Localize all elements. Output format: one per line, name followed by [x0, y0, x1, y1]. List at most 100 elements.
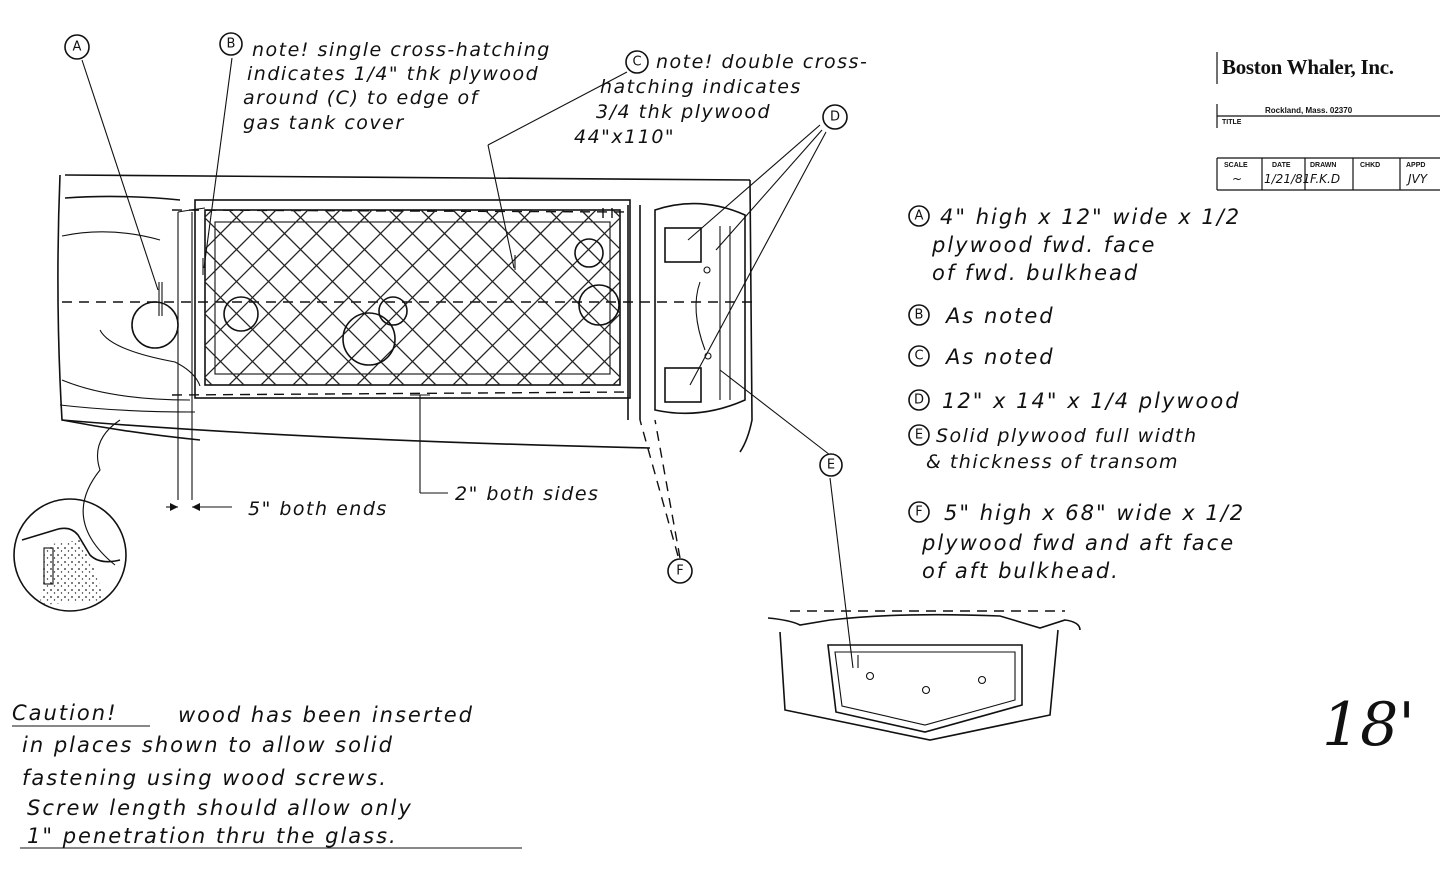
- svg-text:gas tank cover: gas tank cover: [243, 112, 405, 134]
- value-scale: ~: [1232, 172, 1242, 186]
- svg-text:C: C: [632, 55, 641, 70]
- hatch-line: [741, 210, 916, 385]
- header-drawn: DRAWN: [1310, 162, 1336, 169]
- title-block: Boston Whaler, Inc. Rockland, Mass. 0237…: [1216, 52, 1440, 191]
- caution-heading: Caution!: [12, 701, 118, 725]
- svg-text:A: A: [73, 40, 82, 55]
- hatch-line: [205, 313, 277, 385]
- callout-d-marker: D: [822, 104, 848, 130]
- svg-text:of fwd. bulkhead: of fwd. bulkhead: [932, 261, 1139, 285]
- svg-text:44"x110": 44"x110": [574, 126, 675, 148]
- dimension-ends-label: 5" both ends: [248, 498, 388, 520]
- caution-note: Caution! wood has been inserted in place…: [12, 701, 522, 849]
- legend-item-a: A 4" high x 12" wide x 1/2 plywood fwd. …: [908, 205, 1241, 285]
- hatch-line: [205, 210, 373, 378]
- svg-text:3/4 thk plywood: 3/4 thk plywood: [596, 101, 771, 123]
- callout-c-marker: C: [625, 50, 649, 74]
- hatch-line: [516, 281, 620, 385]
- svg-text:B: B: [915, 308, 924, 323]
- title-label: TITLE: [1222, 119, 1242, 126]
- svg-text:D: D: [830, 110, 840, 125]
- svg-text:of aft bulkhead.: of aft bulkhead.: [922, 559, 1120, 583]
- svg-text:As noted: As noted: [944, 304, 1055, 328]
- svg-text:As noted: As noted: [944, 345, 1055, 369]
- header-scale: SCALE: [1224, 162, 1248, 169]
- svg-text:C: C: [914, 349, 923, 364]
- hull-plan-view: [5, 174, 916, 500]
- svg-text:indicates 1/4" thk plywood: indicates 1/4" thk plywood: [247, 63, 539, 85]
- svg-text:in places shown to allow solid: in places shown to allow solid: [22, 733, 394, 757]
- hatch-line: [580, 210, 620, 250]
- callout-f-marker: F: [667, 558, 693, 584]
- hatch-line: [356, 210, 533, 385]
- cross-hatching: [5, 210, 916, 385]
- svg-text:around (C) to edge of: around (C) to edge of: [243, 87, 481, 109]
- header-date: DATE: [1272, 162, 1291, 169]
- hatch-line: [580, 345, 620, 385]
- hatch-line: [709, 210, 884, 385]
- hatch-line: [548, 313, 620, 385]
- note-b: note! single cross-hatching indicates 1/…: [243, 39, 551, 134]
- svg-text:F: F: [676, 564, 683, 579]
- svg-text:plywood fwd and aft face: plywood fwd and aft face: [921, 531, 1235, 555]
- callout-a-marker: A: [64, 34, 90, 60]
- hatch-line: [205, 210, 245, 250]
- svg-text:B: B: [227, 37, 236, 52]
- legend-item-d: D 12" x 14" x 1/4 plywood: [908, 389, 1241, 413]
- hatch-line: [292, 210, 469, 385]
- hatch-line: [205, 345, 245, 385]
- svg-text:hatching indicates: hatching indicates: [600, 76, 802, 98]
- callout-b-marker: B: [219, 32, 243, 56]
- svg-text:5" high x 68" wide x 1/2: 5" high x 68" wide x 1/2: [944, 501, 1245, 525]
- svg-text:D: D: [914, 393, 924, 408]
- hatch-line: [420, 210, 597, 385]
- svg-text:12" x 14" x 1/4 plywood: 12" x 14" x 1/4 plywood: [942, 389, 1241, 413]
- hatch-line: [548, 210, 620, 282]
- hatch-line: [388, 210, 565, 385]
- hatch-line: [5, 210, 180, 385]
- svg-text:Solid plywood full width: Solid plywood full width: [936, 425, 1198, 447]
- legend-item-c: C As noted: [908, 345, 1055, 369]
- hatch-line: [484, 249, 620, 385]
- transom-end-view: [767, 610, 1081, 741]
- legend-item-e: E Solid plywood full width & thickness o…: [908, 424, 1198, 473]
- svg-text:4" high x 12" wide x 1/2: 4" high x 12" wide x 1/2: [940, 205, 1241, 229]
- callout-e-marker: E: [819, 453, 843, 477]
- svg-text:E: E: [827, 458, 835, 473]
- svg-text:F: F: [915, 505, 922, 520]
- legend-item-f: F 5" high x 68" wide x 1/2 plywood fwd a…: [908, 501, 1245, 583]
- hatch-line: [677, 210, 852, 385]
- header-chkd: CHKD: [1360, 162, 1380, 169]
- svg-text:note! single cross-hatching: note! single cross-hatching: [252, 39, 551, 61]
- hatch-line: [205, 210, 341, 346]
- hatch-line: [645, 210, 820, 385]
- hatch-line: [228, 210, 405, 385]
- dimension-sides: 2" both sides: [410, 394, 599, 505]
- company-name: Boston Whaler, Inc.: [1222, 55, 1394, 79]
- hatch-line: [709, 210, 884, 385]
- svg-text:Screw length should allow only: Screw length should allow only: [27, 796, 413, 820]
- dimension-sides-label: 2" both sides: [455, 483, 599, 505]
- hatch-line: [5, 210, 180, 385]
- value-date: 1/21/81: [1264, 172, 1310, 186]
- note-c: note! double cross- hatching indicates 3…: [574, 51, 868, 148]
- legend-item-b: B As noted: [908, 304, 1055, 328]
- svg-text:1" penetration thru the glass.: 1" penetration thru the glass.: [27, 824, 398, 848]
- svg-text:plywood fwd. face: plywood fwd. face: [931, 233, 1156, 257]
- hatch-line: [741, 210, 916, 385]
- svg-text:A: A: [915, 209, 924, 224]
- dimension-ends: 5" both ends: [166, 498, 388, 520]
- company-location: Rockland, Mass. 02370: [1265, 106, 1353, 115]
- hatch-line: [677, 210, 852, 385]
- svg-text:wood has been inserted: wood has been inserted: [178, 703, 474, 727]
- value-appd: JVY: [1406, 172, 1429, 186]
- svg-text:note! double cross-: note! double cross-: [656, 51, 868, 73]
- hatch-line: [645, 210, 820, 385]
- hatch-line: [205, 210, 309, 314]
- legend: A 4" high x 12" wide x 1/2 plywood fwd. …: [908, 205, 1245, 583]
- value-drawn: F.K.D: [1310, 172, 1340, 186]
- hatch-line: [324, 210, 501, 385]
- model-size-label: 18': [1322, 690, 1415, 760]
- section-detail: [13, 419, 127, 612]
